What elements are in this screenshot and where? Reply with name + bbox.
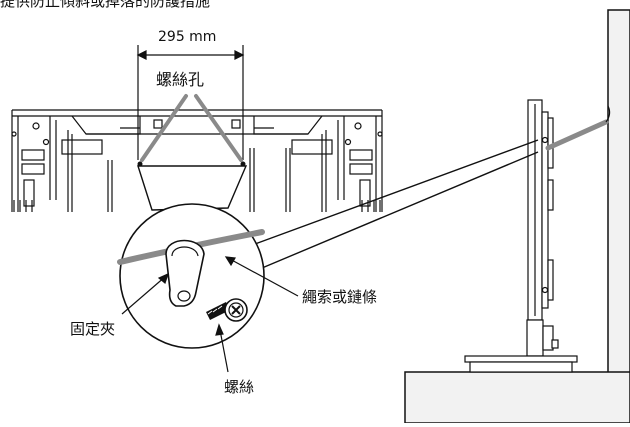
hole-spacing-dimension [136, 45, 245, 160]
cord-tv-to-wall [545, 105, 611, 151]
screw-hole-markers [137, 161, 246, 167]
screw-holes-label: 螺絲孔 [156, 70, 205, 89]
magnified-detail [117, 139, 539, 349]
header-text: 提供防止傾斜或掉落的防護措施 [0, 0, 211, 10]
wall [607, 9, 630, 424]
cord-or-chain-label: 繩索或鏈條 [302, 288, 378, 306]
screw-hole-leaders [140, 94, 243, 162]
hole-spacing-label: 295 mm [158, 29, 217, 45]
label-arrows [121, 256, 299, 373]
tv-side-view [464, 99, 578, 373]
screw-label: 螺絲 [224, 378, 255, 396]
screw-graphic [206, 298, 248, 322]
floor-cabinet [404, 371, 630, 424]
clamp-label: 固定夾 [70, 320, 116, 338]
tv-back-view [11, 109, 383, 212]
